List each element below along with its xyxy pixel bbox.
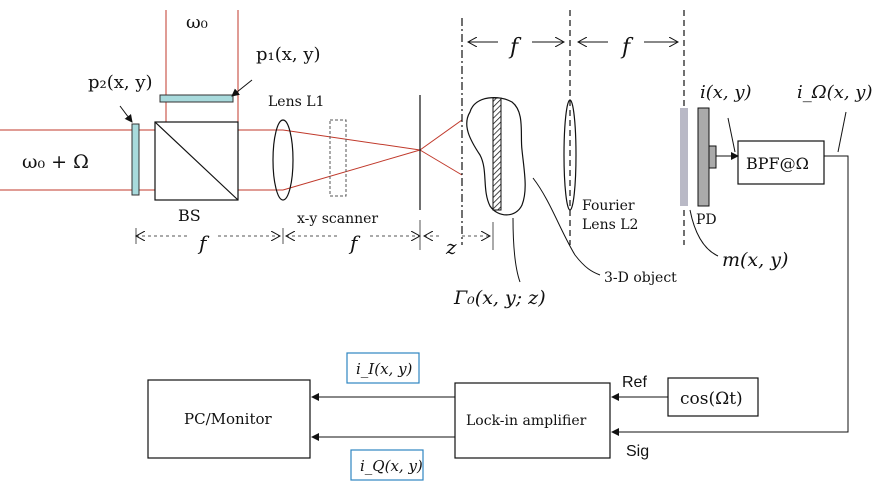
label-pc-monitor: PC/Monitor: [184, 410, 273, 428]
laser-beams: [0, 10, 463, 191]
p2-filter: [131, 123, 140, 196]
label-omega0-top: ω₀: [186, 12, 208, 33]
object-3d-shape: [466, 97, 526, 216]
beam-splitter: [154, 121, 239, 201]
label-omega0-plus: ω₀ + Ω: [22, 151, 89, 173]
label-3d-object: 3-D object: [604, 270, 677, 286]
xy-scanner: [329, 119, 347, 197]
ii-label-box: [346, 352, 420, 384]
object-slice: [492, 97, 502, 211]
label-p1: p₁(x, y): [256, 44, 321, 65]
label-f-left: f: [197, 231, 210, 255]
label-fourier-2: Lens L2: [582, 217, 638, 233]
label-bs: BS: [178, 206, 201, 225]
label-ref: Ref: [622, 374, 647, 391]
label-i-q: i_Q(x, y): [360, 457, 423, 475]
p1-filter: [159, 94, 234, 103]
lockin-box: [454, 382, 611, 459]
label-fourier-1: Fourier: [582, 198, 635, 214]
label-f-mid: f: [348, 231, 361, 255]
p1-pointer: [231, 79, 253, 97]
label-lockin: Lock-in amplifier: [466, 413, 587, 429]
fourier-lens-l2: [563, 99, 577, 211]
label-cos: cos(Ωt): [680, 389, 743, 409]
mask-m: [680, 108, 688, 206]
label-i-i: i_I(x, y): [356, 360, 413, 378]
label-pd: PD: [696, 212, 717, 228]
dimension-bottom: [136, 220, 494, 250]
label-i-xy: i(x, y): [700, 82, 752, 103]
label-f-top-right: f: [620, 35, 634, 60]
label-bpf: BPF@Ω: [746, 154, 809, 173]
label-gamma: Γ₀(x, y; z): [453, 287, 546, 309]
bpf-box: [737, 140, 825, 185]
pc-monitor-box: [147, 379, 311, 459]
photodetector: [697, 107, 710, 207]
label-lens-l1: Lens L1: [268, 94, 324, 110]
label-i-omega: i_Ω(x, y): [797, 82, 873, 103]
lens-l1: [272, 119, 294, 201]
label-sig: Sig: [626, 443, 649, 460]
label-p2: p₂(x, y): [88, 72, 153, 93]
label-m-xy: m(x, y): [722, 249, 788, 271]
label-f-top-left: f: [508, 35, 522, 60]
bpf-output-wire: [611, 155, 849, 436]
label-z: z: [445, 235, 457, 259]
iq-label-box: [350, 449, 424, 481]
p2-pointer: [119, 105, 133, 123]
photodetector-lens: [708, 145, 717, 169]
label-xy-scanner: x-y scanner: [297, 211, 378, 227]
